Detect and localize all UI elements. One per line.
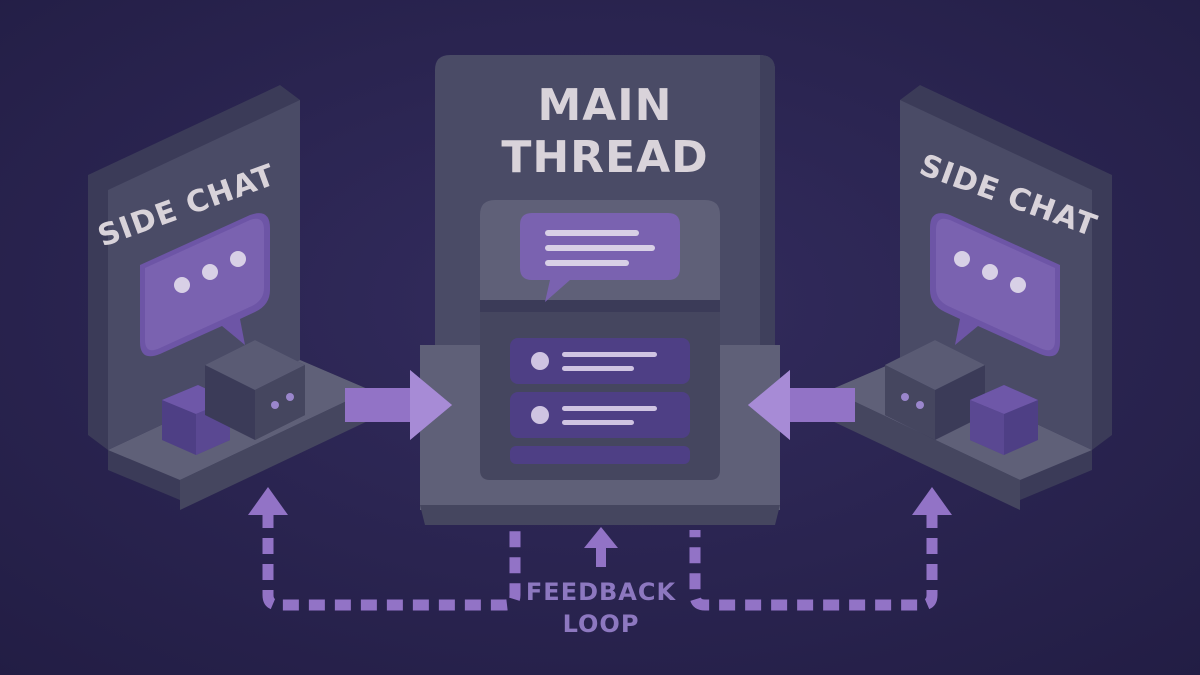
cube-icon [205, 340, 305, 440]
main-title-line1: MAIN [537, 80, 672, 131]
chat-bubble-dots-icon [140, 213, 270, 357]
message-row [510, 446, 690, 464]
right-base-edge [830, 390, 1020, 510]
right-side-chat-panel: SIDE CHAT [830, 85, 1112, 510]
main-title-line2: THREAD [501, 132, 708, 183]
message-row [510, 392, 690, 438]
feedback-label-line2: LOOP [563, 610, 640, 638]
arrow-up-icon [912, 487, 952, 515]
left-base-edge [180, 390, 370, 510]
arrow-right-icon [345, 370, 452, 440]
main-base-edge [420, 505, 780, 525]
feedback-loop-lines [262, 512, 938, 611]
message-row [510, 338, 690, 384]
arrow-up-icon [248, 487, 288, 515]
main-thread-panel: MAIN THREAD [420, 55, 780, 525]
cube-icon [970, 385, 1038, 455]
cube-icon [885, 340, 985, 440]
arrow-up-icon [584, 527, 618, 567]
feedback-label-line1: FEEDBACK [526, 578, 677, 606]
left-side-chat-panel: SIDE CHAT [88, 85, 370, 510]
chat-bubble-dots-icon [930, 213, 1060, 357]
arrow-left-icon [748, 370, 855, 440]
chat-bubble-lines-icon [520, 213, 680, 302]
